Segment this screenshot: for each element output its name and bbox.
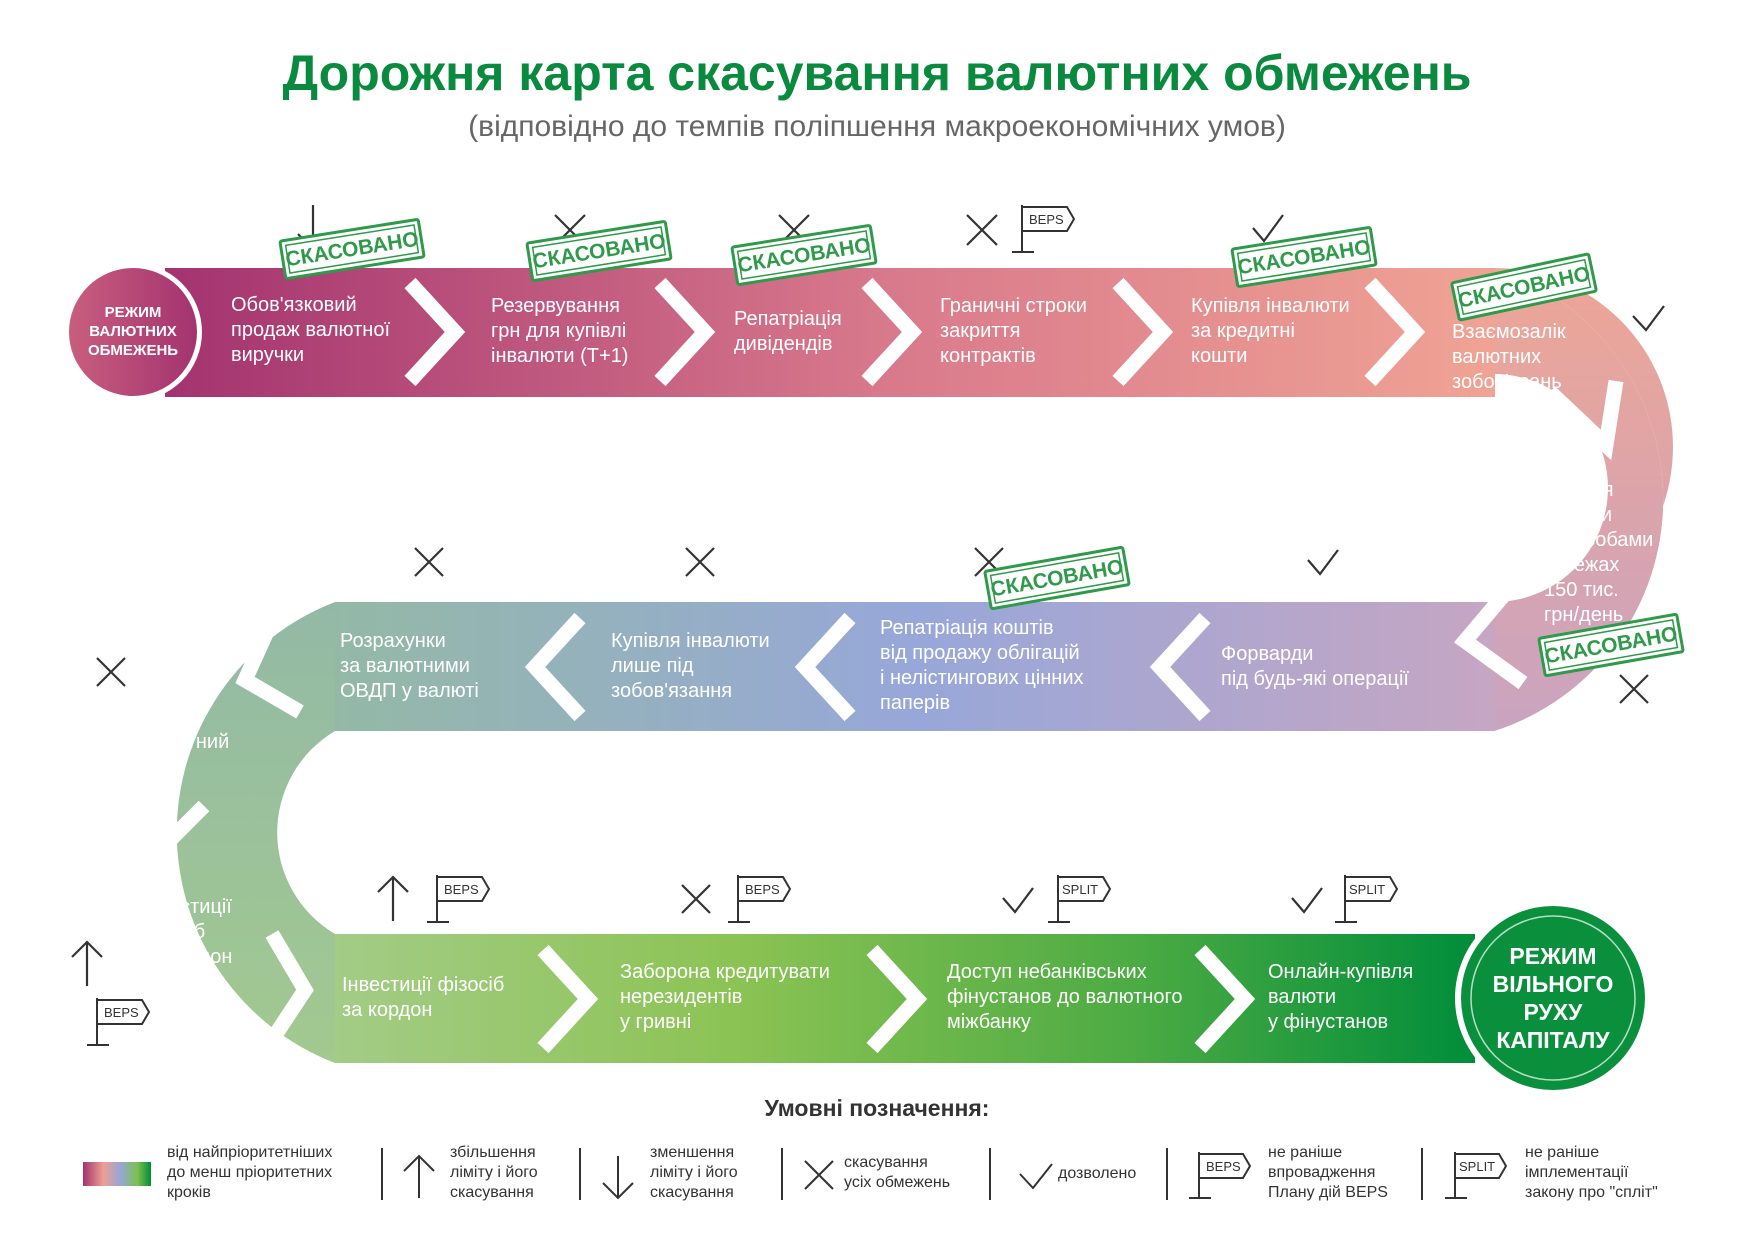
check-icon [1252, 214, 1284, 243]
end-circle [1461, 906, 1645, 1090]
chevrons-curve-right [1454, 379, 1624, 690]
arrow-down-icon [602, 1156, 634, 1200]
chevron-right-icon [261, 930, 314, 1051]
step-fx-swap: Валютний своп [136, 731, 230, 778]
legend-limit-increase: збільшення ліміту і його скасування [450, 1144, 538, 1201]
legend-icons: BEPS SPLIT [83, 1148, 1508, 1200]
chevron-right-icon [404, 277, 466, 387]
step-forwards: Форварди під будь-які операції [1221, 643, 1409, 690]
flag-labels: BEPS BEPS BEPS BEPS SPLIT SPLIT [104, 212, 1385, 1020]
arrow-up-icon [403, 1154, 435, 1198]
arrow-up-icon [71, 940, 103, 986]
chevron-down-icon [100, 800, 210, 869]
flag-beps-icon [728, 875, 792, 923]
legend-gradient-swatch [83, 1162, 151, 1186]
check-icon [1307, 549, 1339, 576]
flag-beps-icon [1189, 1152, 1252, 1199]
flag-label: SPLIT [1459, 1159, 1495, 1174]
chevron-down-icon [1544, 379, 1624, 461]
chevron-right-icon [537, 944, 599, 1054]
step-uah-reservation: Резервування грн для купівлі інвалюти (Т… [491, 295, 629, 367]
arrow-up-icon [377, 875, 409, 921]
cross-icon [966, 214, 998, 246]
flag-beps-icon [87, 998, 151, 1046]
step-mandatory-sale: Обов'язковий продаж валютної виручки [231, 294, 391, 366]
step-individuals-fx-purchase: Купівля валюти фізособами в межах 150 ти… [1544, 479, 1654, 626]
legend-priority: від найпріоритетніших до менш пріоритетн… [167, 1144, 333, 1201]
legend-title: Умовні позначення: [764, 1095, 990, 1121]
check-icon [1291, 887, 1323, 914]
step-credit-fx-purchase: Купівля інвалюти за кредитні кошти [1191, 295, 1350, 367]
chevron-left-icon [794, 612, 856, 722]
chevron-left-icon [524, 612, 586, 722]
start-circle [69, 268, 197, 396]
step-nonbank-interbank-access: Доступ небанківських фінустанов до валют… [947, 961, 1183, 1033]
step-fx-obligations-only: Купівля інвалюти лише під зобов'язання [611, 630, 770, 702]
cross-icon [1619, 674, 1649, 704]
chevron-right-icon [1364, 277, 1426, 387]
check-icon [1632, 305, 1665, 332]
chevrons-row-2 [524, 612, 1211, 722]
step-individuals-investment: Інвестиції фізосіб за кордон [342, 974, 505, 1021]
legend-limit-decrease: зменшення ліміту і його скасування [650, 1144, 738, 1201]
step-uah-lending-ban: Заборона кредитувати нерезидентів у грив… [620, 961, 830, 1033]
step-fx-netting: Взаємозалік валютних зобов'язань [1452, 321, 1566, 393]
flag-beps-icon [427, 875, 491, 923]
chevron-right-icon [866, 944, 928, 1054]
start-label: РЕЖИМ ВАЛЮТНИХ ОБМЕЖЕНЬ [87, 304, 179, 359]
flag-label: BEPS [1029, 212, 1064, 227]
flag-label: BEPS [444, 882, 479, 897]
path-row-1 [165, 268, 1495, 397]
flag-label: BEPS [1206, 1159, 1241, 1174]
cross-icon [414, 547, 444, 577]
chevron-right-icon [654, 277, 716, 387]
flags [87, 205, 1399, 1046]
path-band [165, 268, 1673, 1063]
chevron-right-icon [1112, 277, 1174, 387]
flag-split-icon [1445, 1152, 1508, 1199]
chevrons-row-3 [537, 944, 1256, 1054]
chevron-left-icon [235, 621, 304, 719]
check-icon [1019, 1163, 1053, 1190]
flag-label: SPLIT [1062, 882, 1098, 897]
flag-label: BEPS [104, 1005, 139, 1020]
chevrons-row-1 [404, 277, 1426, 387]
chevrons-curve-left [100, 621, 314, 1051]
step-ovdp-settlements: Розрахунки за валютними ОВДП у валюті [340, 630, 479, 702]
legend-allowed: дозволено [1058, 1165, 1137, 1182]
flag-label: BEPS [745, 882, 780, 897]
separators [381, 1148, 1423, 1200]
legend-all-cancelled: скасування усіх обмежень [844, 1154, 951, 1191]
check-icon [1002, 887, 1034, 914]
flag-label: SPLIT [1349, 882, 1385, 897]
legend-beps: не раніше впровадження Плану дій BEPS [1268, 1144, 1388, 1201]
end-label: РЕЖИМ ВІЛЬНОГО РУХУ КАПІТАЛУ [1492, 943, 1614, 1053]
cancelled-stamp: СКАСОВАНО [983, 545, 1131, 611]
cross-icon [685, 547, 715, 577]
step-securities-repatriation: Репатріація коштів від продажу облігацій… [880, 617, 1084, 714]
end-circle-inner-line [1470, 915, 1636, 1081]
step-online-fx-purchase: Онлайн-купівля валюти у фінустанов [1268, 961, 1414, 1033]
chevron-right-icon [1194, 944, 1256, 1054]
page-subtitle: (відповідно до темпів поліпшення макроек… [468, 110, 1286, 143]
step-contract-deadlines: Граничні строки закриття контрактів [940, 295, 1087, 367]
flag-split-icon [1048, 875, 1112, 923]
step-legal-entities-investment: Інвестиції юросіб за кордон [142, 896, 233, 968]
chevron-left-icon [1454, 591, 1528, 690]
cross-icon [96, 657, 126, 687]
page-title: Дорожня карта скасування валютних обмеже… [282, 45, 1472, 101]
step-dividend-repatriation: Репатріація дивідендів [734, 308, 842, 355]
cross-icon [681, 884, 711, 914]
path-row-3 [335, 934, 1475, 1063]
chevron-left-icon [1149, 612, 1211, 722]
flag-beps-icon [1012, 205, 1076, 253]
flag-split-icon [1335, 875, 1399, 923]
cross-icon [804, 1160, 834, 1190]
legend-split: не раніше імплементації закону про "сплі… [1525, 1144, 1658, 1201]
chevron-right-icon [861, 277, 923, 387]
